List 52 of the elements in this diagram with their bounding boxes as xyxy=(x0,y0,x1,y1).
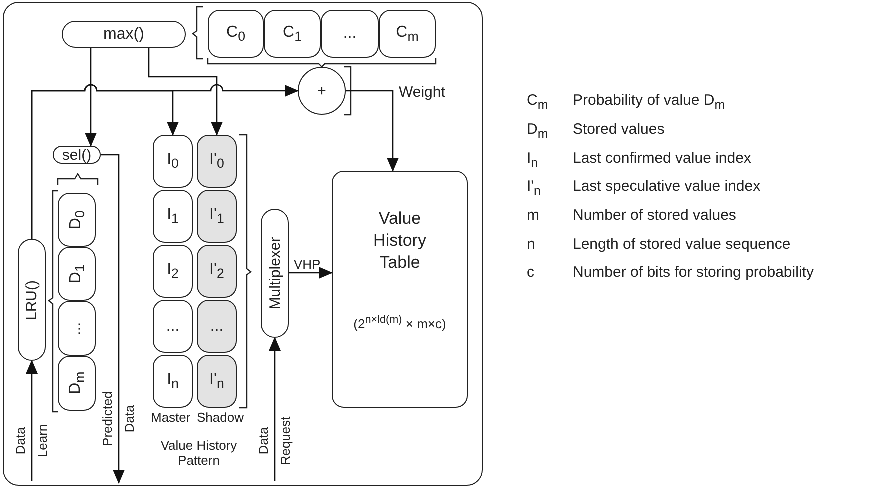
register-cell: I$_{0}$ xyxy=(153,135,193,188)
register-cell: I'$_{1}$ xyxy=(197,190,237,243)
legend-description: Probability of value D$_{m}$ xyxy=(573,92,726,112)
register-cell: ... xyxy=(58,301,96,356)
legend-description: Number of stored values xyxy=(573,207,736,224)
arrow xyxy=(346,90,399,172)
symbol-label: C$_{m}$ xyxy=(527,92,548,112)
edge-label: Data Learn xyxy=(12,423,51,460)
arrow xyxy=(31,84,179,239)
diagram-frame xyxy=(3,2,483,486)
legend-description: Stored values xyxy=(573,121,665,138)
symbol-label: I$_{n}$ xyxy=(527,150,538,170)
edge-label: Predicted Data xyxy=(99,390,138,448)
symbol-label: m xyxy=(527,207,540,224)
group-caption: Value History Pattern xyxy=(160,438,238,468)
register-cell: C$_{0}$ xyxy=(208,10,264,58)
arrow xyxy=(101,154,125,484)
symbol-label: c xyxy=(527,264,534,281)
register-cell: C$_{m}$ xyxy=(379,10,436,58)
legend-description: Last speculative value index xyxy=(573,178,761,195)
arrow xyxy=(26,360,38,481)
register-cell: I$_{2}$ xyxy=(153,245,193,298)
register-cell: ... xyxy=(197,300,237,353)
edge-label: Data Request xyxy=(255,416,294,468)
function-box: Multiplexer xyxy=(261,209,289,338)
function-box: LRU() xyxy=(18,239,46,361)
column-caption: Shadow xyxy=(197,410,244,425)
column-caption: Master xyxy=(151,410,191,425)
register-cell: I'$_{0}$ xyxy=(197,135,237,188)
legend-description: Last confirmed value index xyxy=(573,150,752,167)
register-cell: ... xyxy=(321,10,379,58)
legend-description: Number of bits for storing probability xyxy=(573,264,814,281)
function-box: max() xyxy=(62,21,186,48)
register-cell: I$_{n}$ xyxy=(153,355,193,408)
register-cell: I'$_{n}$ xyxy=(197,355,237,408)
adder-circle: + xyxy=(298,67,346,115)
register-cell: I$_{1}$ xyxy=(153,190,193,243)
edge-label: VHP xyxy=(294,257,321,272)
edge-label: Weight xyxy=(399,84,446,101)
table-box: Value History Table (2$^{n×ld(m)}$ × m×c) xyxy=(332,171,468,408)
arrow xyxy=(148,48,223,136)
symbol-label: D$_{m}$ xyxy=(527,121,548,141)
symbol-label: I'$_{n}$ xyxy=(527,178,541,198)
arrow xyxy=(289,267,333,279)
symbol-label: n xyxy=(527,236,536,253)
register-cell: C$_{1}$ xyxy=(264,10,321,58)
legend-description: Length of stored value sequence xyxy=(573,236,791,253)
function-box: sel() xyxy=(53,146,101,164)
arrow xyxy=(85,48,97,147)
register-cell: I'$_{2}$ xyxy=(197,245,237,298)
register-cell: ... xyxy=(153,300,193,353)
arrow xyxy=(269,337,281,481)
